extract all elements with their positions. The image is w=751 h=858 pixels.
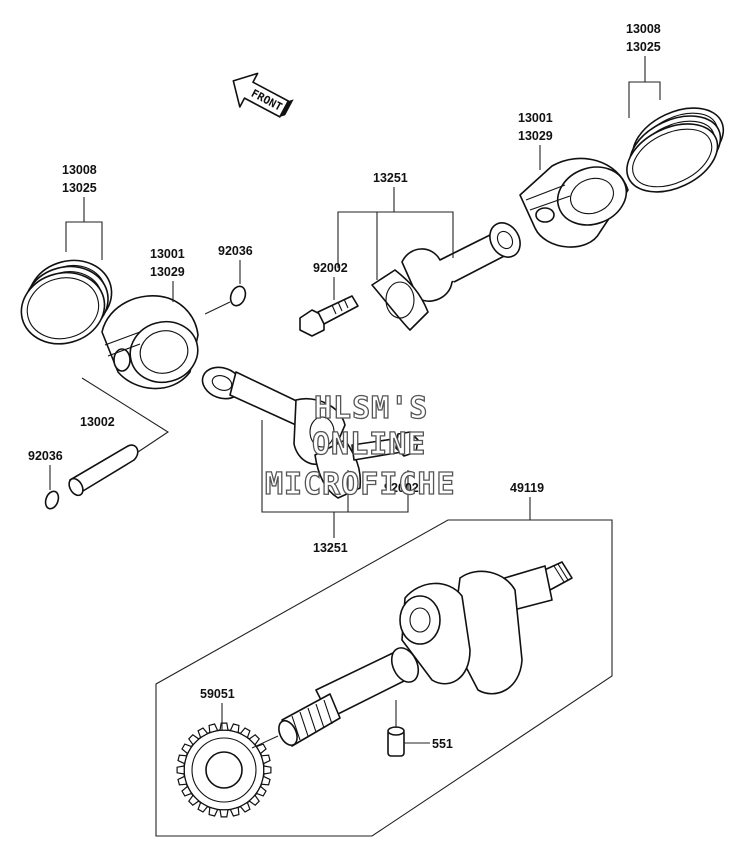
gear-tooth bbox=[260, 775, 271, 786]
part-number-gear: 59051 bbox=[200, 687, 235, 701]
gear-tooth bbox=[181, 743, 193, 755]
gear-tooth bbox=[219, 722, 229, 731]
dowel-pin[interactable] bbox=[387, 700, 430, 757]
gear-tooth bbox=[208, 806, 219, 817]
part-number-clip-lower: 92036 bbox=[28, 449, 63, 463]
part-number-rings-right-a: 13008 bbox=[626, 22, 661, 36]
piston-right[interactable] bbox=[519, 157, 634, 248]
part-number-rod-upper: 13251 bbox=[373, 171, 408, 185]
gear-tooth bbox=[255, 785, 267, 797]
gear-tooth bbox=[197, 801, 209, 813]
gear-tooth bbox=[188, 734, 200, 746]
piston-rings-right[interactable] bbox=[611, 95, 739, 206]
part-number-bolt-lower: 92002 bbox=[384, 481, 419, 495]
gear-tooth bbox=[181, 785, 193, 797]
gear-tooth bbox=[197, 727, 209, 739]
gear-tooth bbox=[248, 734, 260, 746]
part-number-piston-right-b: 13029 bbox=[518, 129, 553, 143]
gear-tooth bbox=[260, 754, 271, 765]
part-number-rings-left-b: 13025 bbox=[62, 181, 97, 195]
part-number-rings-left-a: 13008 bbox=[62, 163, 97, 177]
crankshaft-gear[interactable] bbox=[176, 722, 279, 818]
watermark-line-1: HLSM'S bbox=[314, 391, 428, 426]
connecting-rod-lower[interactable] bbox=[198, 362, 362, 499]
watermark-line-2: ONLINE bbox=[312, 427, 426, 462]
gear-tooth bbox=[176, 765, 185, 775]
piston-pin-clip-upper[interactable] bbox=[204, 284, 248, 315]
part-number-pin: 13002 bbox=[80, 415, 115, 429]
gear-tooth bbox=[188, 794, 200, 806]
part-number-piston-left-a: 13001 bbox=[150, 247, 185, 261]
connecting-rod-upper[interactable] bbox=[371, 217, 526, 331]
gear-tooth bbox=[177, 754, 188, 765]
part-number-dowel: 551 bbox=[432, 737, 453, 751]
gear-tooth bbox=[229, 723, 240, 734]
piston-rings-left[interactable] bbox=[11, 251, 123, 353]
gear-tooth bbox=[239, 727, 251, 739]
part-number-crankshaft: 49119 bbox=[510, 481, 544, 495]
gear-tooth bbox=[248, 794, 260, 806]
bolt-upper[interactable] bbox=[299, 295, 359, 337]
crankshaft-frame bbox=[155, 519, 613, 837]
bolt-lower[interactable] bbox=[351, 431, 419, 461]
piston-left[interactable] bbox=[101, 295, 205, 390]
gear-tooth bbox=[219, 809, 229, 818]
part-number-rod-lower: 13251 bbox=[313, 541, 348, 555]
part-number-bolt-upper: 92002 bbox=[313, 261, 348, 275]
watermark: HLSM'S ONLINE MICROFICHE bbox=[264, 390, 456, 502]
piston-pin-clip-lower[interactable] bbox=[43, 489, 60, 510]
gear-tooth bbox=[263, 765, 272, 775]
watermark-line-3: MICROFICHE bbox=[265, 467, 456, 502]
gear-tooth bbox=[177, 775, 188, 786]
gear-tooth bbox=[239, 801, 251, 813]
part-number-piston-left-b: 13029 bbox=[150, 265, 185, 279]
gear-tooth bbox=[208, 723, 219, 734]
part-number-clip-upper: 92036 bbox=[218, 244, 253, 258]
part-number-piston-right-a: 13001 bbox=[518, 111, 553, 125]
front-arrow-icon: FRONT bbox=[232, 72, 294, 118]
gear-tooth bbox=[255, 743, 267, 755]
crankshaft[interactable] bbox=[275, 561, 573, 748]
piston-pin[interactable] bbox=[66, 444, 139, 498]
gear-tooth bbox=[229, 806, 240, 817]
part-number-rings-right-b: 13025 bbox=[626, 40, 661, 54]
